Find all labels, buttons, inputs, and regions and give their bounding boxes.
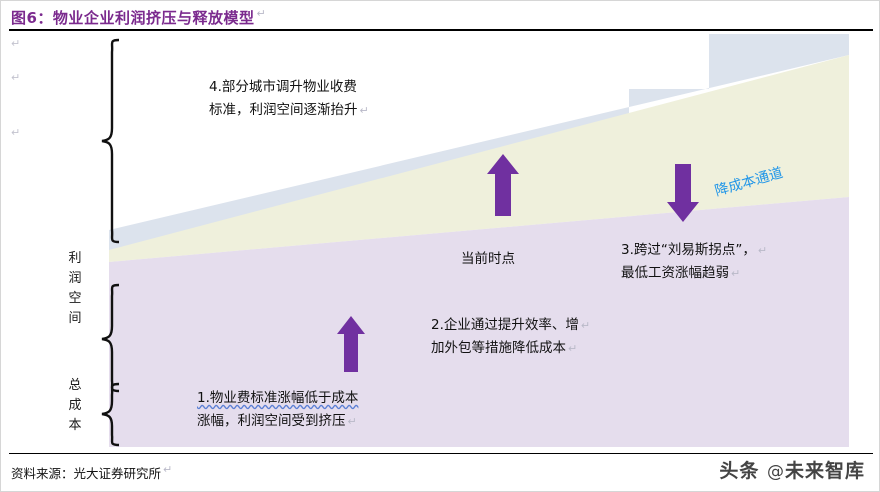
watermark: 头条 @未来智库 <box>719 456 865 483</box>
arrow-cost-down-icon <box>667 164 699 222</box>
axis-char: 润 <box>68 271 82 286</box>
profit-space-band <box>109 34 849 250</box>
annotation-line: 2.企业通过提升效率、增 <box>431 317 579 333</box>
annotation-step-1: 1.物业费标准涨幅低于成本 涨幅，利润空间受到挤压↵ <box>197 387 358 433</box>
total-cost-band <box>109 197 849 447</box>
lower-cost-brace <box>101 382 120 447</box>
source-label: 资料来源：光大证券研究所↵ <box>11 463 173 481</box>
axis-char: 间 <box>68 311 82 326</box>
annotation-line: 标准，利润空间逐渐抬升 <box>209 102 358 118</box>
pilcrow-mark: ↵ <box>163 463 173 476</box>
annotation-line: 加外包等措施降低成本 <box>431 340 566 356</box>
axis-char: 总 <box>68 378 82 393</box>
annotation-step-2: 2.企业通过提升效率、增↵ 加外包等措施降低成本↵ <box>431 314 590 360</box>
annotation-line-wrap: 标准，利润空间逐渐抬升↵ <box>209 99 369 122</box>
figure-title: 图6：物业企业利润挤压与释放模型↵ <box>11 7 267 27</box>
axis-char: 利 <box>68 251 82 266</box>
pilcrow-mark-4: ↵ <box>11 126 21 139</box>
axis-char: 空 <box>68 291 82 306</box>
arrow-profit-up-icon <box>487 154 519 216</box>
cost-reduction-channel-band <box>109 55 849 262</box>
pilcrow-mark: ↵ <box>256 7 267 20</box>
axis-label-total-cost: 总 成 本 <box>63 376 87 436</box>
pilcrow-mark: ↵ <box>359 104 369 117</box>
diagram-canvas: 降成本通道 当前时点 <box>109 34 849 447</box>
annotation-step-3: 3.跨过“刘易斯拐点”，↵ 最低工资涨幅趋弱↵ <box>621 239 767 285</box>
annotation-line-wrap: 加外包等措施降低成本↵ <box>431 337 590 360</box>
watermark-account: 未来智库 <box>784 460 865 482</box>
pilcrow-mark: ↵ <box>731 267 741 280</box>
axis-char: 成 <box>68 398 82 413</box>
annotation-line: 1.物业费标准涨幅低于成本 <box>197 390 359 406</box>
current-time-point-label: 当前时点 <box>461 251 515 267</box>
annotation-line-wrap: 涨幅，利润空间受到挤压↵ <box>197 410 358 433</box>
footer-divider <box>9 453 873 454</box>
axis-label-profit-space: 利 润 空 间 <box>63 249 87 329</box>
diagram-svg <box>109 34 849 447</box>
watermark-at-icon: @ <box>766 462 785 482</box>
pilcrow-mark: ↵ <box>580 319 591 332</box>
annotation-line-wrap: 最低工资涨幅趋弱↵ <box>621 262 767 285</box>
axis-braces <box>101 38 120 447</box>
watermark-brand: 头条 <box>719 460 760 482</box>
pilcrow-mark-2: ↵ <box>11 37 21 50</box>
title-divider <box>9 29 873 31</box>
profit-space-brace <box>101 38 120 244</box>
axis-char: 本 <box>68 418 82 433</box>
arrow-cost-up-icon <box>337 316 365 372</box>
annotation-line: 涨幅，利润空间受到挤压 <box>197 413 346 429</box>
annotation-line: 3.跨过“刘易斯拐点”， <box>621 242 756 258</box>
pilcrow-mark: ↵ <box>347 415 357 428</box>
annotation-line: 4.部分城市调升物业收费 <box>209 79 357 95</box>
annotation-line-wrap: 2.企业通过提升效率、增↵ <box>431 314 590 337</box>
annotation-line-wrap: 3.跨过“刘易斯拐点”，↵ <box>621 239 767 262</box>
total-cost-brace <box>101 283 120 393</box>
pilcrow-mark: ↵ <box>568 342 578 355</box>
pilcrow-mark: ↵ <box>757 244 768 257</box>
pilcrow-mark-3: ↵ <box>11 71 21 84</box>
annotation-line: 最低工资涨幅趋弱 <box>621 265 729 281</box>
annotation-step-4: 4.部分城市调升物业收费 标准，利润空间逐渐抬升↵ <box>209 76 369 122</box>
